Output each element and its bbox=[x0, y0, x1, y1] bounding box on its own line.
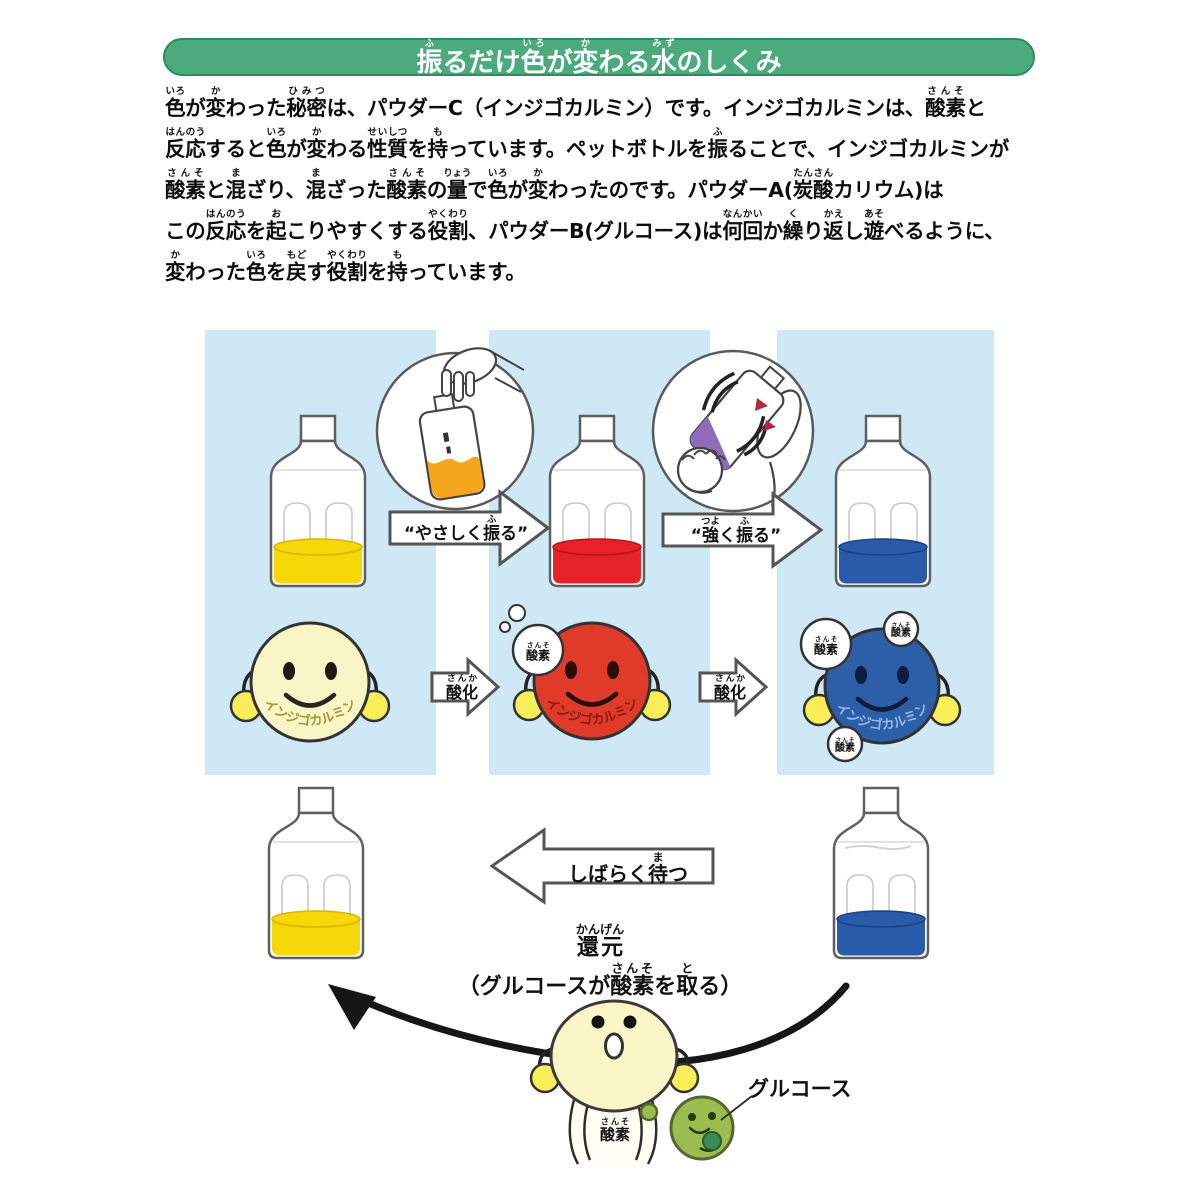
ghost-tail bbox=[572, 1098, 655, 1166]
glucose-held-ball bbox=[702, 1131, 722, 1151]
oxygen-bubble bbox=[799, 617, 853, 671]
hard-shake-arrow bbox=[661, 491, 824, 569]
oxygen-bubble-label: 酸素さんそ bbox=[891, 622, 911, 639]
oxidation-arrow-2 bbox=[698, 656, 769, 718]
reduction-note-label: （グルコースが酸素さんそを取とる） bbox=[457, 961, 743, 1000]
intro-line-3: 酸素さんそと混まざり、混まざった酸素さんその量りょうで色いろが変かわったのです。… bbox=[165, 168, 944, 202]
open-mouth bbox=[604, 1032, 624, 1060]
oxygen-bubble-label: 酸素さんそ bbox=[835, 737, 855, 754]
oxidation-arrow-1 bbox=[430, 656, 501, 718]
oxygen-bubble bbox=[882, 610, 920, 648]
oxidation-label-2: 酸化さんか bbox=[713, 674, 747, 703]
wait-arrow-label: しばらく待まつ bbox=[568, 851, 688, 886]
red-liquid bbox=[553, 547, 641, 584]
glucose-character bbox=[639, 1095, 753, 1161]
arrowhead bbox=[328, 984, 376, 1030]
intro-line-2: 反応はんのうすると色いろが変かわる性質せいしつを持もっています。ペットボトルを振… bbox=[165, 127, 1009, 161]
bottle-blue-bottom bbox=[832, 786, 930, 960]
page-title: 振ふるだけ色いろが変かわる水みずのしくみ bbox=[416, 38, 782, 78]
hand-holding-bottle bbox=[441, 347, 525, 402]
blue-liquid bbox=[839, 547, 927, 584]
yellow-liquid bbox=[272, 919, 360, 956]
gentle-shake-arrow-label: “やさしく振ふる” bbox=[403, 514, 529, 545]
bottle-yellow-bottom bbox=[267, 786, 365, 960]
reduction-label: 還元かんげん bbox=[575, 922, 625, 961]
blue-liquid bbox=[837, 919, 925, 956]
bottle-blue-top bbox=[834, 414, 932, 588]
intro-line-4: この反応はんのうを起おこりやすくする役割やくわり、パウダーB(グルコース)は何回… bbox=[165, 209, 1005, 243]
intro-paragraph: 色いろが変かわった秘密ひみつは、パウダーC（インジゴカルミン）です。インジゴカル… bbox=[165, 86, 1050, 291]
indigo-carmine-red-character: インジゴカルミン bbox=[499, 604, 672, 741]
indigo-carmine-yellow-character: インジゴカルミン bbox=[229, 621, 391, 743]
bottle-yellow-top bbox=[269, 414, 367, 588]
bubble-small bbox=[508, 604, 526, 622]
oxygen-released-label: 酸素さんそ bbox=[599, 1116, 631, 1144]
intro-line-1: 色いろが変かわった秘密ひみつは、パウダーC（インジゴカルミン）です。インジゴカル… bbox=[165, 86, 986, 120]
yellow-liquid bbox=[274, 547, 362, 584]
glucose-pointer-line bbox=[720, 1095, 753, 1121]
oxygen-bubble bbox=[511, 623, 565, 677]
glucose-small-ball bbox=[639, 1102, 659, 1122]
bubble-small bbox=[499, 621, 511, 633]
speed-mark bbox=[755, 398, 768, 411]
oxidation-label-1: 酸化さんか bbox=[445, 674, 479, 703]
title-banner: 振ふるだけ色いろが変かわる水みずのしくみ bbox=[163, 38, 1035, 76]
motion-lines bbox=[568, 1099, 592, 1165]
speed-mark bbox=[764, 420, 776, 431]
bottle-red-top bbox=[548, 414, 646, 588]
hard-shake-illustration-icon bbox=[651, 349, 815, 513]
glucose-label: グルコース bbox=[748, 1077, 852, 1101]
fist-gripping-bottle bbox=[676, 446, 726, 494]
indigo-carmine-blue-character: インジゴカルミン bbox=[799, 610, 962, 763]
oxygen-bubble-label: 酸素さんそ bbox=[525, 641, 551, 663]
gentle-shake-arrow bbox=[388, 489, 551, 567]
oxygen-bubble bbox=[826, 725, 864, 763]
gentle-shake-illustration-icon bbox=[375, 347, 535, 511]
oxygen-bubble-label: 酸素さんそ bbox=[813, 635, 839, 657]
intro-line-5: 変かわった色いろを戻もどす役割やくわりを持もっています。 bbox=[165, 250, 526, 284]
indigo-carmine-releasing-oxygen-character bbox=[529, 999, 700, 1166]
orange-liquid bbox=[426, 456, 484, 499]
wait-arrow bbox=[489, 827, 715, 905]
hard-shake-arrow-label: “強つよく振ふる” bbox=[690, 516, 782, 547]
